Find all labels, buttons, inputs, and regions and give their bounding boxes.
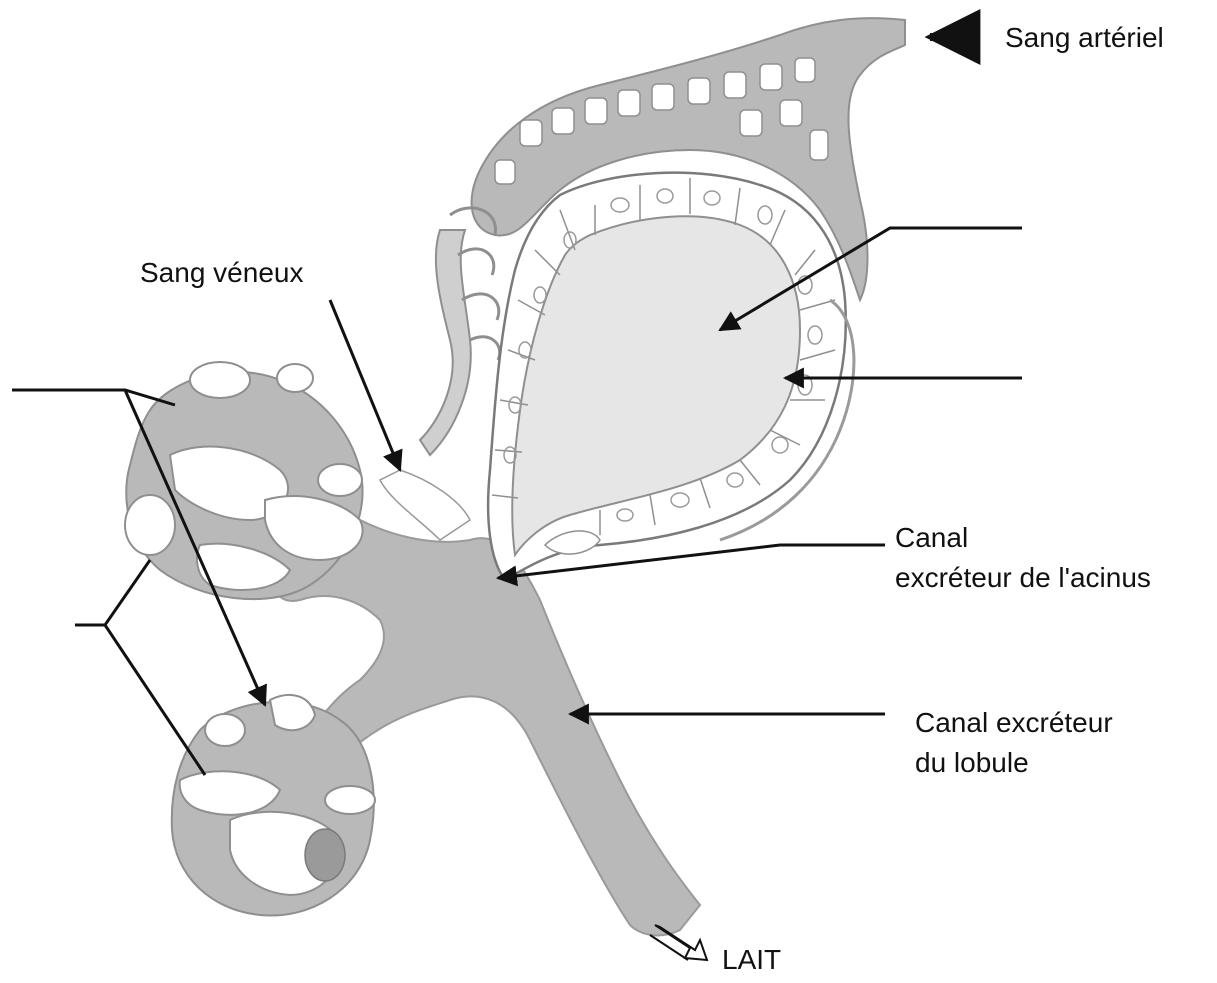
acini-cluster-lower [172, 695, 375, 916]
label-canal-lobule-2: du lobule [915, 745, 1029, 781]
label-canal-lobule-1: Canal excréteur [915, 705, 1113, 741]
milk-arrow-shaft [650, 935, 688, 960]
label-canal-acinus-1: Canal [895, 520, 968, 556]
acini-cluster-upper [125, 362, 363, 599]
bracket-acini-lower [75, 560, 205, 775]
label-canal-acinus-2: excréteur de l'acinus [895, 560, 1151, 596]
acinus [488, 173, 854, 580]
label-sang-arteriel: Sang artériel [1005, 20, 1164, 56]
label-lait: LAIT [722, 942, 781, 978]
label-sang-veneux: Sang véneux [140, 255, 303, 291]
bracket-acini-upper [12, 390, 175, 405]
venous-vessel [380, 230, 471, 540]
